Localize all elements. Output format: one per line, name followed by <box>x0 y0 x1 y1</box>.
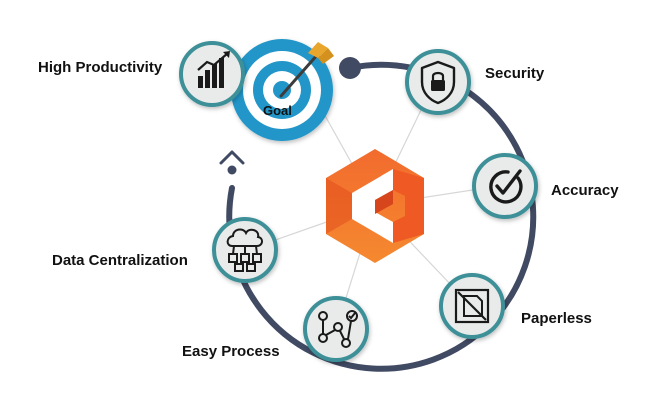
node-security <box>405 49 471 115</box>
label-goal: Goal <box>263 103 292 118</box>
ring-start-dot <box>339 57 361 79</box>
label-high-productivity: High Productivity <box>38 59 163 76</box>
label-accuracy: Accuracy <box>551 182 619 199</box>
node-easy-process <box>303 296 369 362</box>
node-high-productivity <box>179 41 245 107</box>
label-easy-process: Easy Process <box>182 343 280 360</box>
node-paperless <box>439 273 505 339</box>
ring-end-dot <box>227 165 237 175</box>
shield-lock-icon <box>420 60 456 105</box>
bar-chart-growth-icon <box>197 51 230 88</box>
node-data-centralization <box>212 217 278 283</box>
crossed-document-icon <box>454 288 490 324</box>
node-accuracy <box>472 153 538 219</box>
label-security: Security <box>485 65 545 82</box>
process-flow-icon <box>318 310 358 348</box>
cloud-network-icon <box>226 228 263 272</box>
label-paperless: Paperless <box>521 310 592 327</box>
check-circle-icon <box>489 169 523 204</box>
target-arrow-icon <box>279 42 334 98</box>
ring-arrow-caret <box>219 150 245 165</box>
c-hexagon-logo-icon <box>326 149 424 263</box>
label-data-centralization: Data Centralization <box>52 252 188 269</box>
